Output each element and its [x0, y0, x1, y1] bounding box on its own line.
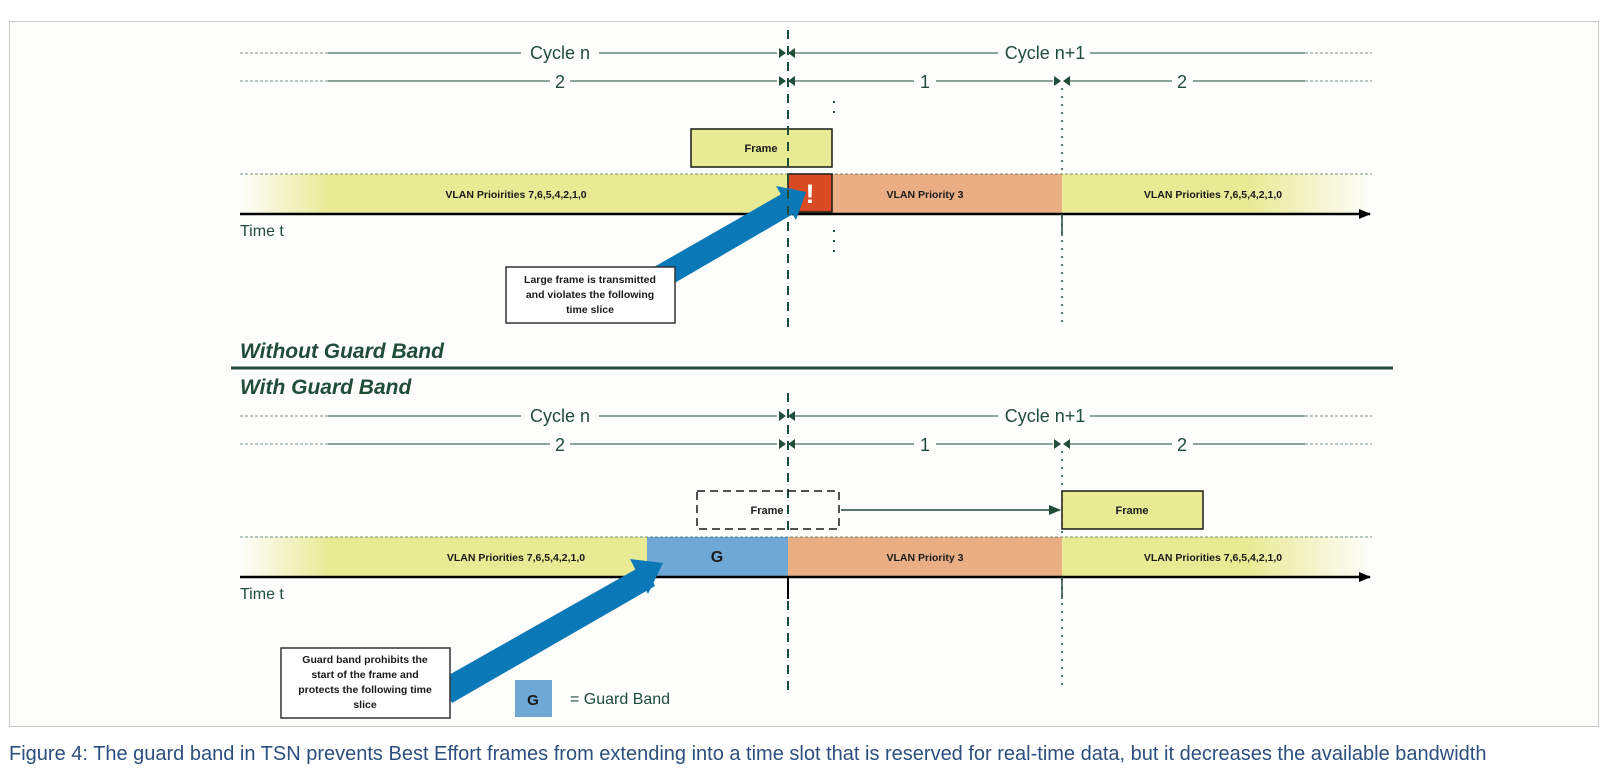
bottom-guard-label: G	[711, 549, 723, 566]
bottom-slot-boundary-arrow-1	[779, 439, 786, 449]
bottom-slot-boundary-arrow-2	[788, 439, 795, 449]
top-vlan-right-label: VLAN Priorities 7,6,5,4,2,1,0	[1144, 189, 1282, 201]
bottom-frame-moved-box	[1061, 490, 1204, 530]
top-callout-box	[505, 266, 676, 324]
bottom-band-fade-left	[240, 537, 330, 577]
bottom-vlan-mid-label: VLAN Priority 3	[886, 552, 963, 564]
bottom-frame-dashed-label: Frame	[750, 505, 783, 517]
top-slot-2-right: 2	[1177, 72, 1187, 92]
bottom-vlan-left-label: VLAN Priorities 7,6,5,4,2,1,0	[447, 552, 585, 564]
legend-guard-text: = Guard Band	[570, 691, 670, 708]
bottom-band-orange	[788, 537, 1062, 577]
top-slot-1: 1	[920, 72, 930, 92]
bottom-slot-2-right: 2	[1177, 435, 1187, 455]
top-slot-boundary-arrow-4	[1063, 76, 1070, 86]
bottom-guard-band	[647, 537, 788, 577]
bottom-panel: With Guard Band Cycle n Cycle n+1 2 1 2	[240, 376, 1372, 719]
bottom-callout-line-2: start of the frame and	[311, 669, 418, 681]
bottom-cycle-boundary-arrow-left	[779, 411, 786, 421]
bottom-cycle-boundary-arrow-right	[788, 411, 795, 421]
legend-guard-swatch	[515, 680, 552, 717]
bottom-callout-box	[280, 647, 451, 719]
top-frame-label: Frame	[744, 143, 777, 155]
top-slot-boundary-arrow-3	[1054, 76, 1061, 86]
top-cycle-boundary-arrow-right	[788, 48, 795, 58]
bottom-vlan-right-label: VLAN Priorities 7,6,5,4,2,1,0	[1144, 552, 1282, 564]
top-callout-line-1: Large frame is transmitted	[524, 274, 656, 286]
bottom-frame-moved-label: Frame	[1115, 505, 1148, 517]
top-callout-arrow-head	[776, 186, 806, 220]
bottom-band-fade-right	[1247, 537, 1372, 577]
bottom-slot-boundary-arrow-3	[1054, 439, 1061, 449]
bottom-band-yellow-left	[330, 537, 647, 577]
top-band-yellow-left	[330, 174, 788, 214]
top-time-label: Time t	[240, 223, 284, 240]
top-slot-2-left: 2	[555, 72, 565, 92]
exclamation-icon: !	[806, 179, 815, 209]
top-slot-boundary-arrow-2	[788, 76, 795, 86]
bottom-frame-dashed-box	[696, 490, 840, 530]
bottom-callout-line-3: protects the following time	[298, 684, 432, 696]
top-slot-boundary-arrow-1	[779, 76, 786, 86]
top-callout-line-3: time slice	[566, 304, 614, 316]
top-cycle-n-label: Cycle n	[530, 43, 590, 63]
bottom-callout-arrow-body	[440, 564, 655, 703]
bottom-cycle-n-label: Cycle n	[530, 406, 590, 426]
bottom-slot-2-left: 2	[555, 435, 565, 455]
top-vlan-left-label: VLAN Prioirities 7,6,5,4,2,1,0	[445, 189, 586, 201]
tsn-guard-band-diagram: Cycle n Cycle n+1 2 1 2 VLAN Prioirities…	[231, 30, 1393, 719]
top-alert-symbol: !	[806, 179, 815, 209]
top-panel: Cycle n Cycle n+1 2 1 2 VLAN Prioirities…	[240, 43, 1372, 363]
top-cycle-boundary-arrow-left	[779, 48, 786, 58]
bottom-time-label: Time t	[240, 586, 284, 603]
top-band-fade-right	[1247, 174, 1372, 214]
bottom-slot-1: 1	[920, 435, 930, 455]
top-frame-box	[690, 128, 833, 168]
top-callout-line-2: and violates the following	[526, 289, 654, 301]
top-callout-arrow-body	[654, 188, 800, 288]
bottom-cycle-n1-label: Cycle n+1	[1005, 406, 1086, 426]
top-band-orange	[788, 174, 1062, 214]
top-section-title: Without Guard Band	[240, 340, 445, 363]
top-vlan-mid-label: VLAN Priority 3	[886, 189, 963, 201]
bottom-callout-arrow-head	[630, 559, 663, 594]
bottom-callout-line-4: slice	[353, 699, 377, 711]
top-band-yellow-right	[1062, 174, 1247, 214]
bottom-slot-boundary-arrow-4	[1063, 439, 1070, 449]
top-band-fade-left	[240, 174, 330, 214]
legend-guard-symbol: G	[527, 692, 539, 709]
bottom-band-yellow-right	[1062, 537, 1247, 577]
figure-caption: Figure 4: The guard band in TSN prevents…	[9, 743, 1487, 765]
bottom-section-title: With Guard Band	[240, 376, 412, 399]
top-cycle-n1-label: Cycle n+1	[1005, 43, 1086, 63]
bottom-callout-line-1: Guard band prohibits the	[302, 654, 428, 666]
